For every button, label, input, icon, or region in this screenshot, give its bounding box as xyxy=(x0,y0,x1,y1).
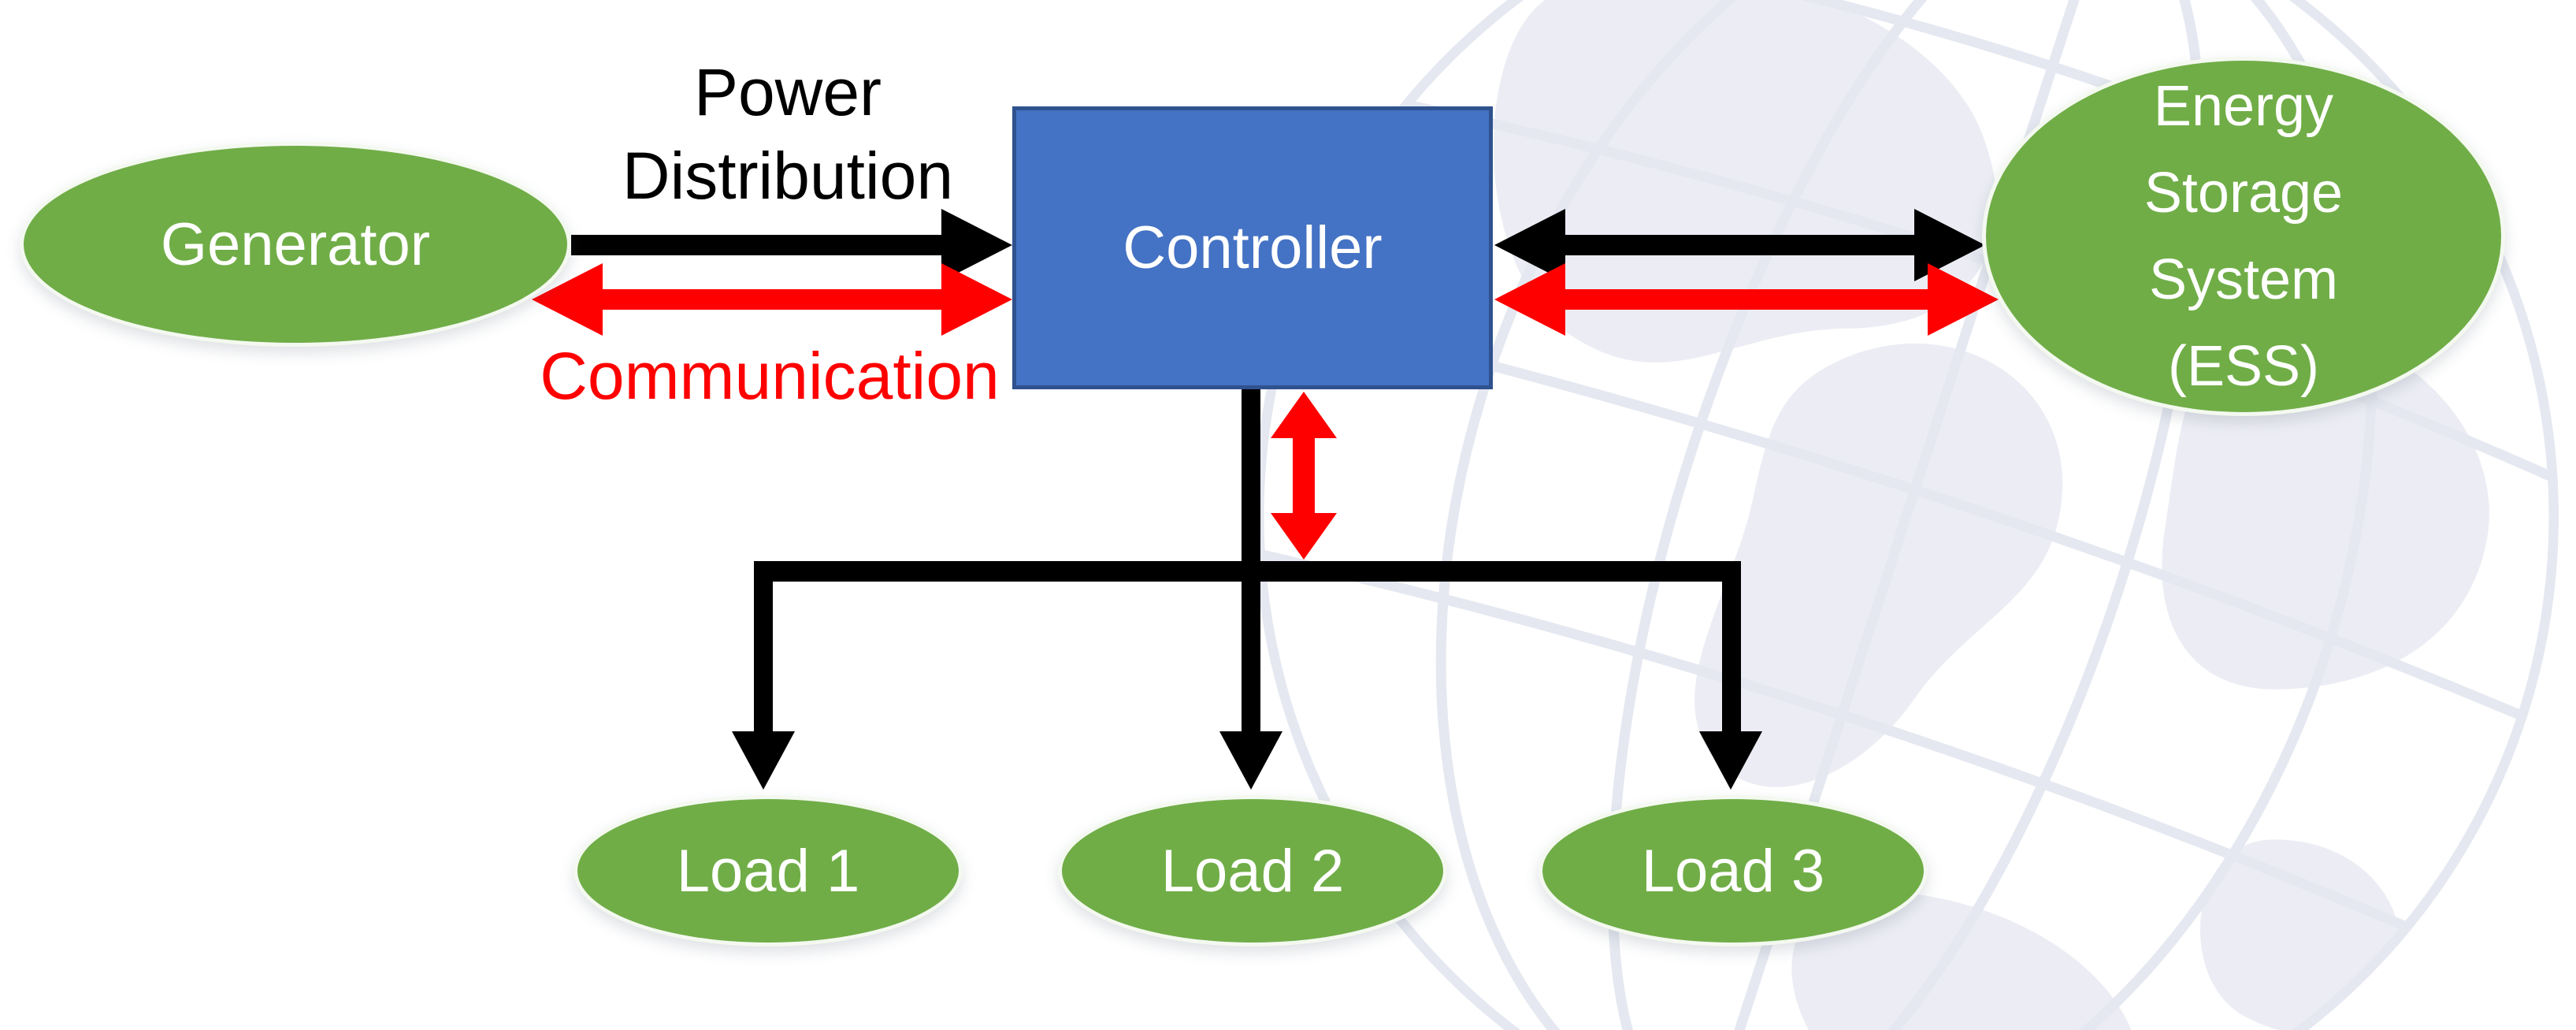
power-arrow-bus-to-load1 xyxy=(732,561,795,790)
load3-node: Load 3 xyxy=(1539,795,1928,946)
energy-storage-system-node: Energy Storage System (ESS) xyxy=(1982,57,2505,416)
power-line-controller-to-bus xyxy=(1242,388,1260,582)
load2-node: Load 2 xyxy=(1058,795,1447,946)
power-arrow-generator-to-controller xyxy=(571,209,1012,281)
communication-arrow-generator-controller xyxy=(532,263,1012,336)
power-distribution-label: Power Distribution xyxy=(622,55,954,213)
load1-node: Load 1 xyxy=(573,795,963,946)
communication-label: Communication xyxy=(540,339,1000,413)
communication-arrow-controller-ess xyxy=(1494,263,1999,336)
power-bus-line xyxy=(754,561,1741,582)
power-arrow-bus-to-load2 xyxy=(1219,582,1282,790)
generator-label: Generator xyxy=(160,210,431,278)
load1-label: Load 1 xyxy=(676,837,860,905)
controller-node: Controller xyxy=(1012,106,1493,389)
load2-label: Load 2 xyxy=(1160,837,1345,905)
generator-node: Generator xyxy=(20,142,571,347)
load3-label: Load 3 xyxy=(1641,837,1825,905)
ess-label: Energy Storage System (ESS) xyxy=(2144,75,2344,398)
communication-arrow-controller-bus xyxy=(1271,392,1337,560)
power-arrow-controller-ess xyxy=(1494,209,1985,281)
controller-label: Controller xyxy=(1123,214,1383,281)
power-arrow-bus-to-load3 xyxy=(1699,561,1762,790)
